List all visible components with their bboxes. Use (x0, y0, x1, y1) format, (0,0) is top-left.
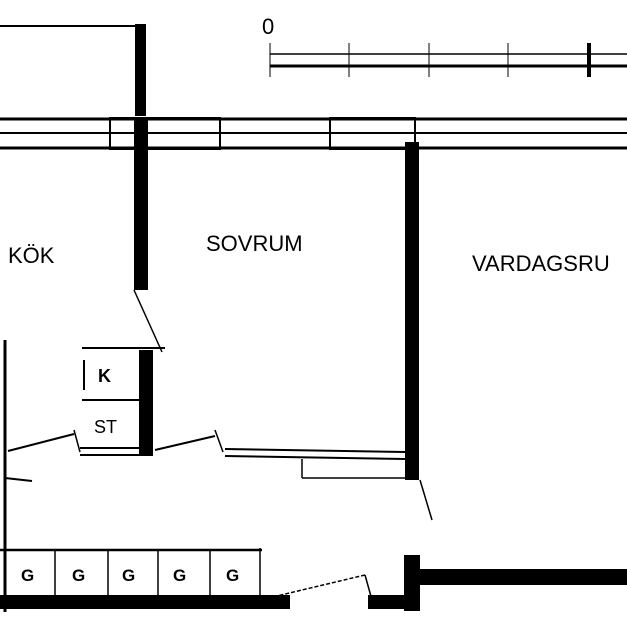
closet-label-k: K (98, 366, 111, 386)
wall (420, 569, 627, 585)
room-label-bedroom: SOVRUM (206, 231, 303, 256)
wall (135, 24, 146, 116)
room-label-living-room: VARDAGSRU (472, 251, 610, 276)
wall (405, 142, 419, 480)
storage-label: G (226, 566, 240, 585)
storage-label: G (21, 566, 35, 585)
closet-box (80, 347, 165, 456)
doors (7, 429, 433, 601)
wall (133, 289, 163, 353)
wall (134, 118, 148, 290)
closet-label-st: ST (94, 417, 118, 437)
storage-label: G (173, 566, 187, 585)
scale-bar (269, 43, 627, 77)
wall (139, 350, 153, 456)
storage-label: G (122, 566, 136, 585)
scale-zero-label: 0 (262, 14, 275, 39)
exterior-wall (0, 117, 627, 150)
storage-label: G (72, 566, 86, 585)
storage-row (0, 548, 290, 609)
room-label-kitchen: KÖK (8, 243, 55, 268)
